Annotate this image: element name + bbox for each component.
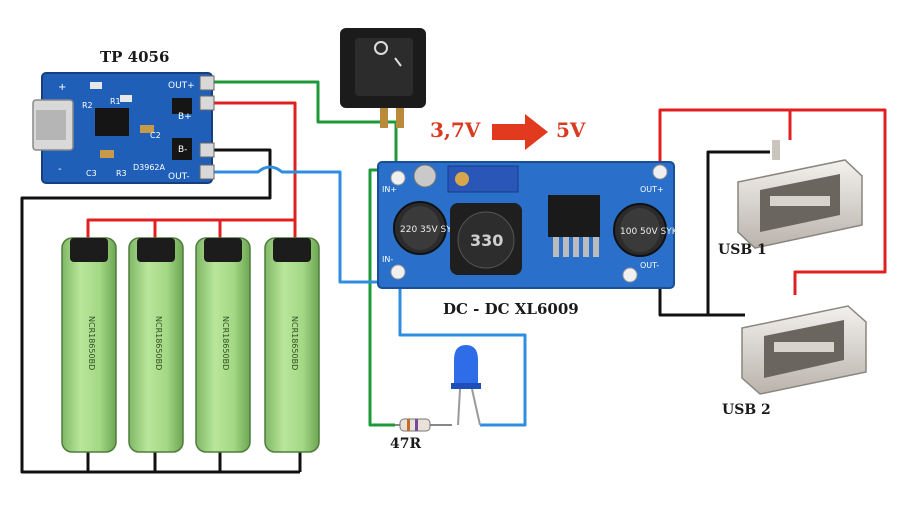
pin-out-minus: OUT- [168, 172, 190, 182]
switch-off-icon [374, 41, 388, 55]
battery-text-3: NCR18650BD [221, 316, 230, 370]
cap2-text: 100 50V SYK [620, 227, 679, 237]
r1-label: R1 [110, 97, 121, 106]
battery-pack: NCR18650BD NCR18650BD NCR18650BD NCR1865… [61, 237, 320, 453]
usb-port-1 [737, 140, 863, 249]
charger-minus-mark: - [58, 164, 62, 175]
voltage-out-label: 5V [556, 118, 586, 142]
rocker-switch [340, 28, 426, 128]
pin-in-minus: IN- [382, 255, 393, 264]
cap1-text: 220 35V SYK [400, 225, 459, 235]
usb-port-2 [741, 305, 867, 395]
resistor-label: 47R [390, 436, 422, 452]
xl6009-label: DC - DC XL6009 [443, 300, 579, 318]
pin-b-minus: B- [178, 145, 187, 155]
inductor-text: 330 [470, 231, 503, 250]
wire-battery-positive [86, 101, 297, 238]
charger-plus-mark: + [58, 82, 66, 93]
battery-cell: NCR18650BD [128, 237, 184, 453]
charger-chip [95, 108, 129, 136]
wire-usb-negative [658, 150, 770, 317]
r2-label: R2 [82, 101, 93, 110]
voltage-in-label: 3,7V [430, 118, 481, 142]
usb1-label: USB 1 [718, 242, 767, 258]
wire-ground-blue [200, 165, 527, 427]
battery-cell: NCR18650BD [61, 237, 117, 453]
pin-out-plus-conv: OUT+ [640, 185, 664, 194]
c2-label: C2 [150, 131, 161, 140]
xl6009-chip [548, 195, 600, 237]
wire-switch-green [200, 80, 398, 427]
battery-text-4: NCR18650BD [290, 316, 299, 370]
xl6009-board: 220 35V SYK 330 100 50V SYK IN+ IN- OUT+… [377, 161, 679, 289]
wires [20, 80, 887, 474]
tp4056-board: + - OUT+ B+ B- OUT- D3962A R2 R1 C2 C3 R… [32, 72, 215, 184]
switch-on-icon [394, 57, 402, 67]
blue-led [451, 345, 481, 426]
battery-cell: NCR18650BD [195, 237, 251, 453]
resistor-47r [395, 418, 452, 432]
battery-text-2: NCR18650BD [154, 316, 163, 370]
wire-battery-negative [20, 148, 302, 474]
battery-text-1: NCR18650BD [87, 316, 96, 370]
pin-in-plus: IN+ [382, 185, 397, 194]
pin-out-minus-conv: OUT- [640, 261, 659, 270]
chip-marking: D3962A [133, 163, 166, 172]
c3-label: C3 [86, 169, 97, 178]
wire-usb-positive [658, 108, 887, 295]
arrow-icon [492, 114, 548, 150]
pin-out-plus: OUT+ [168, 81, 195, 91]
tp4056-label: TP 4056 [100, 48, 170, 66]
usb2-label: USB 2 [722, 402, 771, 418]
r3-label: R3 [116, 169, 127, 178]
battery-cell: NCR18650BD [264, 237, 320, 453]
pin-b-plus: B+ [178, 112, 192, 122]
